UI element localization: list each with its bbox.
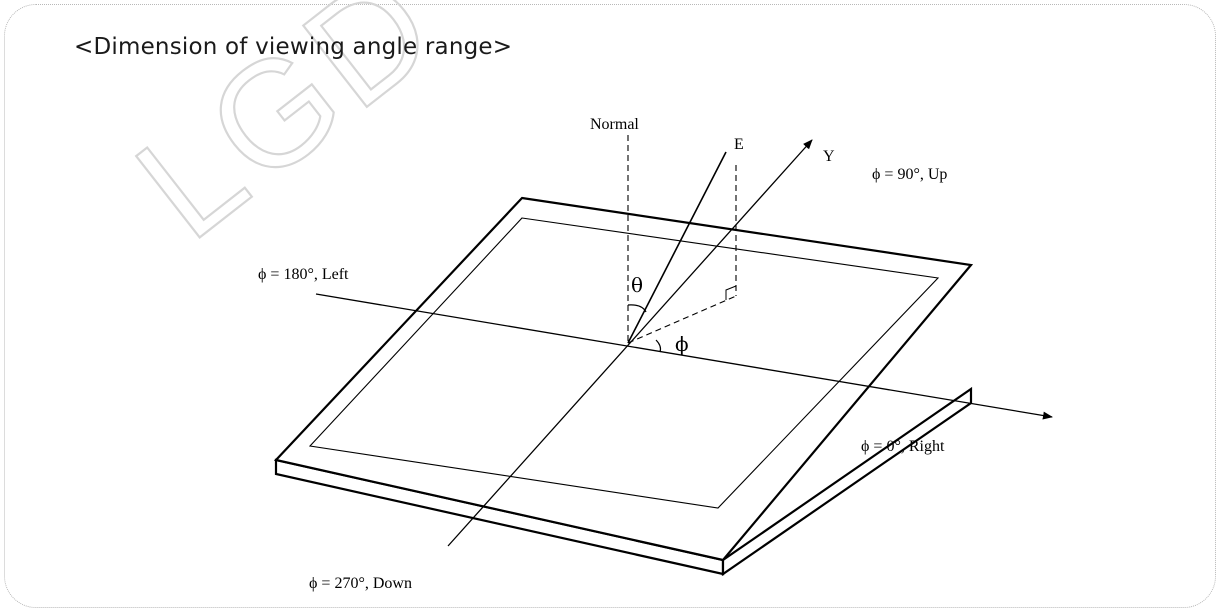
panel-top-face (273, 196, 974, 562)
label-theta: θ (631, 273, 643, 297)
phi-arc (655, 339, 662, 353)
label-e: E (734, 136, 744, 153)
label-up: ϕ = 90°, Up (872, 166, 947, 183)
view-line-e (627, 151, 727, 344)
right-angle-mark (725, 285, 737, 300)
label-down: ϕ = 270°, Down (309, 575, 412, 592)
label-y: Y (823, 148, 835, 165)
page-title: <Dimension of viewing angle range> (74, 34, 513, 60)
label-left: ϕ = 180°, Left (258, 266, 349, 283)
theta-arc (627, 304, 647, 313)
label-right: ϕ = 0°, Right (861, 438, 945, 455)
panel-active-area (308, 217, 940, 509)
content-frame (4, 4, 1216, 608)
label-phi: ϕ (675, 332, 689, 356)
axis-left-right (315, 293, 1053, 420)
label-normal: Normal (590, 116, 639, 133)
axis-down-up (447, 139, 813, 547)
